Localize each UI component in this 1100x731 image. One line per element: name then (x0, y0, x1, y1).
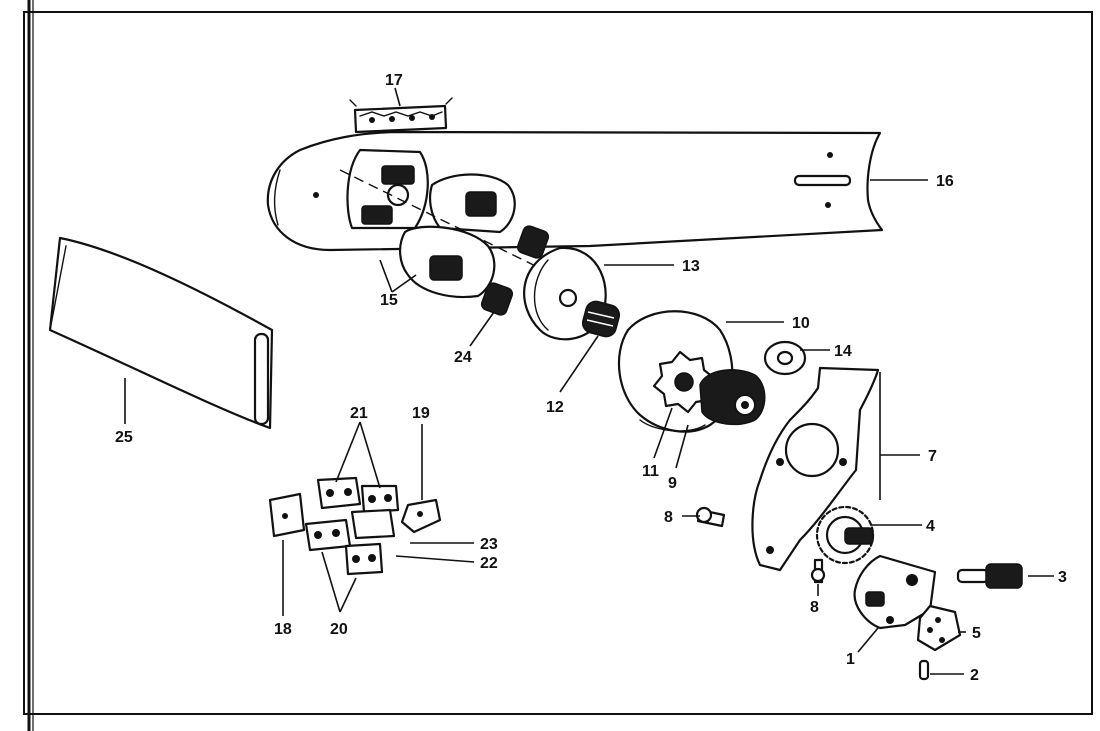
label-part-12: 12 (546, 399, 564, 416)
label-part-23: 23 (480, 536, 498, 553)
pump-plunger (956, 563, 1023, 589)
label-part-19: 19 (412, 405, 430, 422)
label-part-8b: 8 (810, 599, 819, 616)
clutch-springs (480, 225, 550, 316)
label-part-1: 1 (846, 651, 855, 668)
label-part-15: 15 (380, 292, 398, 309)
rim-sprocket (699, 369, 766, 426)
scabbard (48, 236, 274, 430)
label-part-14: 14 (834, 343, 852, 360)
screws (695, 506, 826, 584)
label-part-2: 2 (970, 667, 979, 684)
label-part-17: 17 (385, 72, 403, 89)
gasket-plate (916, 604, 962, 652)
washer (763, 340, 807, 376)
part-labels: 1 2 3 4 5 7 8 8 9 10 11 12 13 14 15 16 1… (115, 72, 1067, 684)
worm-gear (815, 505, 875, 565)
chain-segment-top (349, 97, 453, 134)
pin (918, 659, 930, 681)
label-part-7: 7 (928, 448, 937, 465)
label-part-11: 11 (642, 463, 659, 480)
label-part-8a: 8 (664, 509, 673, 526)
clutch-shoes (339, 148, 561, 299)
label-part-22: 22 (480, 555, 498, 572)
chain-guard-plate (751, 366, 880, 572)
label-part-16: 16 (936, 173, 954, 190)
frame (23, 0, 1093, 731)
label-part-24: 24 (454, 349, 472, 366)
label-part-5: 5 (972, 625, 981, 642)
leader-lines (124, 87, 1054, 675)
label-part-18: 18 (274, 621, 292, 638)
label-part-10: 10 (792, 315, 810, 332)
label-part-25: 25 (115, 429, 133, 446)
label-part-3: 3 (1058, 569, 1067, 586)
oil-pump-body (853, 554, 937, 630)
sprocket (652, 350, 716, 414)
label-part-4: 4 (926, 518, 935, 535)
label-part-13: 13 (682, 258, 700, 275)
needle-bearing (581, 300, 621, 338)
label-part-20: 20 (330, 621, 348, 638)
label-part-21: 21 (350, 405, 368, 422)
chain-detail (268, 476, 442, 576)
label-part-9: 9 (668, 475, 677, 492)
